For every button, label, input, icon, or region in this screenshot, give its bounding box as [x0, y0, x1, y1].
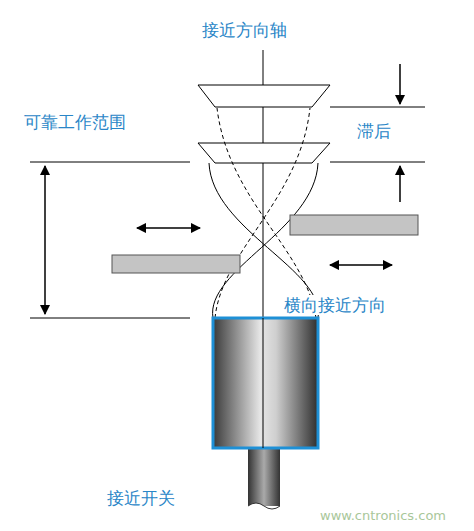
lateral-target — [290, 215, 418, 235]
release-curve — [215, 108, 316, 318]
target-plate — [198, 85, 330, 107]
target-plate — [198, 143, 330, 163]
part-label: 可靠工作范围 — [22, 112, 128, 132]
switch-body — [213, 318, 318, 448]
reference-lines — [30, 107, 425, 318]
approach-axis — [263, 50, 264, 505]
part-label: 接近开关 — [105, 488, 177, 508]
approach-axis — [263, 318, 264, 448]
watermark: www.cntronics.com — [318, 508, 448, 524]
part-label: 滞后 — [355, 121, 393, 141]
lateral-target — [112, 255, 240, 273]
part-label: 接近方向轴 — [200, 20, 289, 40]
direction-arrow — [45, 64, 400, 314]
cable-cut — [248, 503, 280, 509]
part-label: 横向接近方向 — [282, 295, 388, 315]
cable — [248, 446, 280, 506]
